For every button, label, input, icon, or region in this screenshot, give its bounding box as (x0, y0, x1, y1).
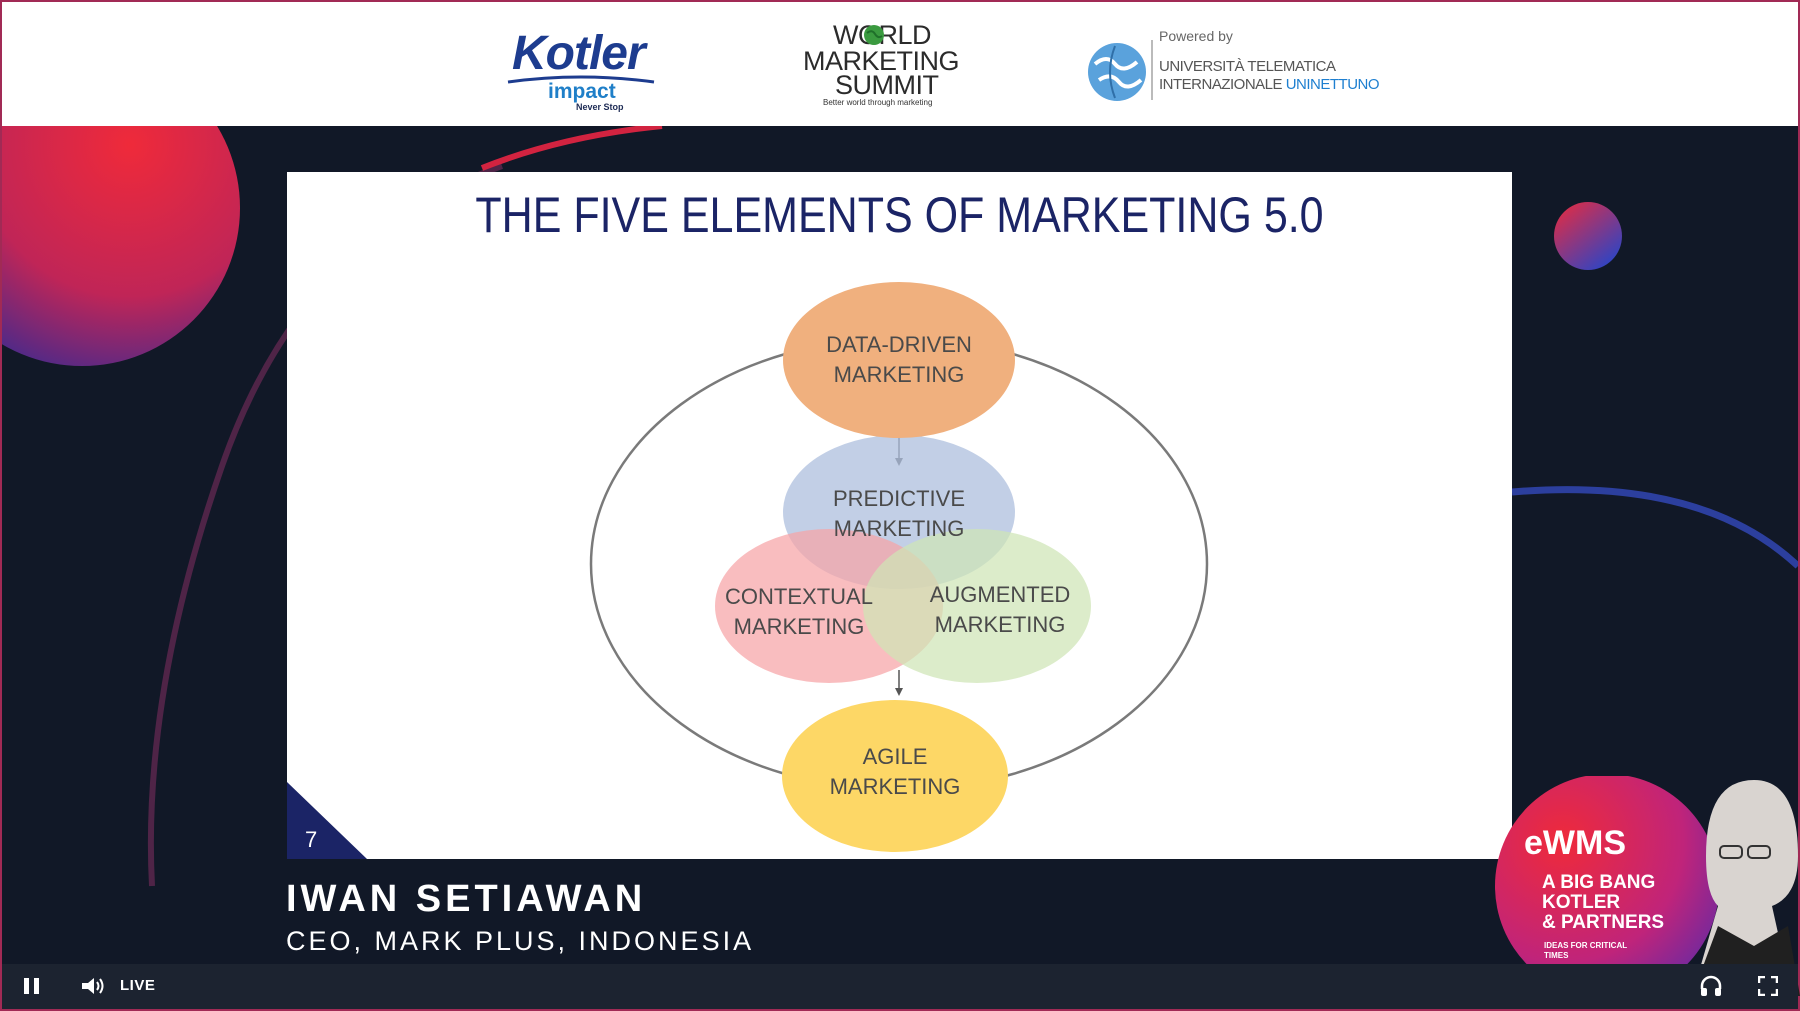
badge-tagline2: TIMES (1544, 951, 1569, 960)
predictive-label-1: PREDICTIVE (833, 486, 965, 511)
data-driven-label-1: DATA-DRIVEN (826, 332, 972, 357)
headphones-icon[interactable] (1699, 974, 1723, 998)
contextual-label-1: CONTEXTUAL (725, 584, 873, 609)
wms-logo-tagline: Better world through marketing (823, 98, 933, 107)
pause-icon-bar (34, 978, 39, 994)
wms-logo-line3: SUMMIT (835, 70, 939, 100)
uni-line2: INTERNAZIONALE UNINETTUNO (1159, 76, 1380, 93)
pause-icon (24, 978, 29, 994)
marketing-elements-diagram: DATA-DRIVEN MARKETING PREDICTIVE MARKETI… (287, 282, 1209, 859)
augmented-label-2: MARKETING (935, 612, 1066, 637)
corner-triangle (287, 782, 367, 859)
kotler-impact-logo: Kotler impact Never Stop (502, 20, 662, 115)
swoosh-icon (507, 75, 655, 84)
wms-logo-line2: MARKETING (803, 46, 960, 76)
element-augmented (863, 529, 1091, 683)
volume-icon[interactable] (80, 975, 106, 997)
badge-line1: A BIG BANG (1542, 872, 1655, 893)
element-data-driven (783, 282, 1015, 438)
agile-label-2: MARKETING (830, 774, 961, 799)
uni-line1: UNIVERSITÀ TELEMATICA (1159, 58, 1336, 75)
globe-icon (1088, 43, 1146, 101)
badge-brand: eWMS (1524, 824, 1626, 862)
augmented-ellipse (863, 529, 1091, 683)
sponsor-header: Kotler impact Never Stop WORLD MARKETING… (2, 2, 1798, 126)
arrow-down-icon (895, 688, 903, 696)
uni-line2-prefix: INTERNAZIONALE (1159, 76, 1283, 93)
augmented-label-1: AUGMENTED (930, 582, 1071, 607)
divider (1151, 40, 1153, 100)
data-driven-label-2: MARKETING (834, 362, 965, 387)
fullscreen-icon[interactable] (1758, 976, 1778, 996)
badge-graphic: eWMS A BIG BANG KOTLER & PARTNERS IDEAS … (1495, 774, 1800, 998)
data-driven-ellipse (783, 282, 1015, 438)
powered-by-label: Powered by (1159, 28, 1233, 44)
world-marketing-summit-logo: WORLD MARKETING SUMMIT Better world thro… (797, 20, 967, 112)
contextual-label-2: MARKETING (734, 614, 865, 639)
agile-label-1: AGILE (863, 744, 928, 769)
badge-circle (1495, 774, 1719, 998)
video-player-bar: LIVE (2, 964, 1798, 1009)
element-agile (782, 700, 1008, 852)
background-decoration (2, 126, 1798, 887)
agile-ellipse (782, 700, 1008, 852)
slide-title: THE FIVE ELEMENTS OF MARKETING 5.0 (475, 187, 1324, 243)
badge-tagline1: IDEAS FOR CRITICAL (1544, 941, 1627, 950)
kotler-logo-sub: impact (548, 80, 616, 103)
predictive-label-2: MARKETING (834, 516, 965, 541)
badge-line3: & PARTNERS (1542, 912, 1664, 933)
kotler-logo-tagline: Never Stop (576, 102, 624, 112)
speaker-title: CEO, MARK PLUS, INDONESIA (286, 926, 755, 956)
ewms-event-badge: eWMS A BIG BANG KOTLER & PARTNERS IDEAS … (1492, 774, 1800, 998)
pause-button[interactable] (24, 978, 40, 994)
globe-icon (864, 25, 884, 45)
speaker-name: IWAN SETIAWAN (286, 878, 647, 920)
slide-page-number: 7 (305, 827, 318, 852)
live-indicator: LIVE (120, 977, 156, 994)
uni-line2-accent: UNINETTUNO (1285, 76, 1380, 93)
kotler-logo-name: Kotler (512, 27, 646, 80)
badge-line2: KOTLER (1542, 892, 1620, 913)
presentation-slide: THE FIVE ELEMENTS OF MARKETING 5.0 DATA-… (287, 172, 1512, 859)
uninettuno-logo: Powered by UNIVERSITÀ TELEMATICA INTERNA… (1085, 26, 1385, 106)
